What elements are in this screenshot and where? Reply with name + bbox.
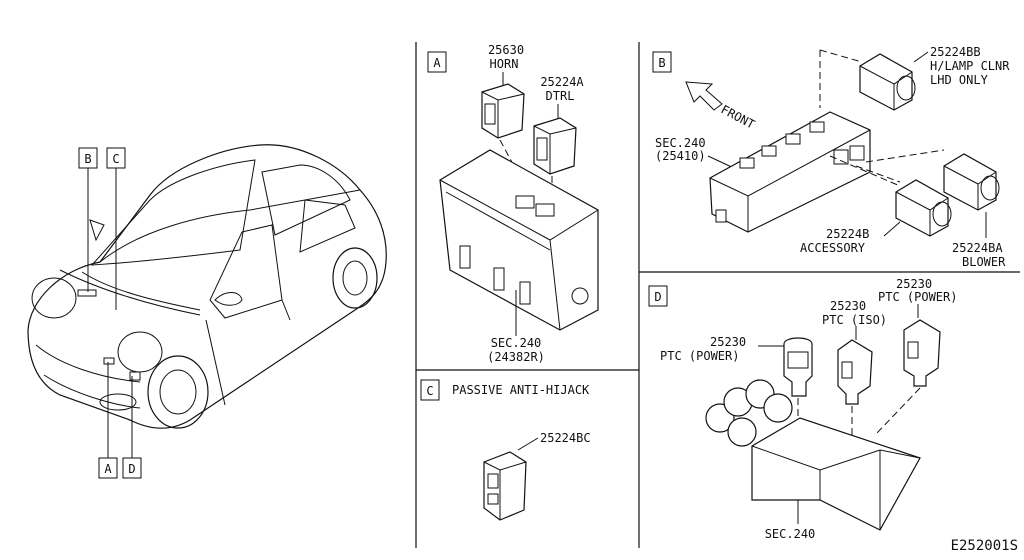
panel-a-tag[interactable]: A <box>427 51 447 73</box>
panel-dividers <box>415 42 1020 548</box>
relay-25224ba-part-number: 25224BA <box>952 241 1003 255</box>
fuse-block-section-ref: SEC.240 <box>491 336 542 350</box>
ptc2-label: PTC (ISO) <box>822 313 887 327</box>
relay-25224b-label: ACCESSORY <box>800 241 866 255</box>
callout-b[interactable]: B <box>78 147 98 169</box>
panel-d-tag[interactable]: D <box>648 285 668 307</box>
panel-c: C PASSIVE ANTI-HIJACK 25224BC <box>420 379 591 521</box>
car-callout-leaders <box>87 168 133 458</box>
ptc-relay-2 <box>837 339 873 405</box>
relay-25224b <box>895 179 952 237</box>
panel-c-tag-letter: C <box>426 384 433 398</box>
ptc1-part-number: 25230 <box>710 335 746 349</box>
fuse-housing-section-ref: SEC.240 <box>765 527 816 541</box>
callout-a[interactable]: A <box>98 457 118 479</box>
panel-b-tag[interactable]: B <box>652 51 672 73</box>
ptc-relay-3 <box>903 319 941 387</box>
ptc3-part-number: 25230 <box>896 277 932 291</box>
panel-c-tag[interactable]: C <box>420 379 440 401</box>
relay-25224bb-label-line1: H/LAMP CLNR <box>930 59 1010 73</box>
panel-a: A 25630 HORN 25224A DTRL <box>427 43 599 364</box>
relay-25224bb-label-line2: LHD ONLY <box>930 73 989 87</box>
relay-25224b-part-number: 25224B <box>826 227 869 241</box>
callout-b-letter: B <box>84 152 91 166</box>
junction-block-section-ref: SEC.240 <box>655 136 706 150</box>
car-illustration <box>27 144 387 429</box>
horn-label: HORN <box>490 57 519 71</box>
anti-hijack-relay <box>483 451 527 521</box>
panel-b-tag-letter: B <box>658 56 665 70</box>
callout-d[interactable]: D <box>122 457 142 479</box>
callout-a-letter: A <box>104 462 112 476</box>
relay-25224ba-label: BLOWER <box>962 255 1006 269</box>
fuse-block-24382r <box>439 149 599 331</box>
fuse-block-part-code: (24382R) <box>487 350 545 364</box>
front-direction-label: FRONT <box>719 102 757 131</box>
dtrl-relay <box>533 117 577 175</box>
fuse-housing <box>705 379 921 531</box>
panel-d: D 25230 PTC (POWER) 25230 PTC (ISO) 2523… <box>648 277 957 541</box>
dtrl-label: DTRL <box>546 89 575 103</box>
panel-b: B FRONT SEC.240 (25410) <box>652 45 1010 269</box>
relay-25224ba <box>943 153 1000 211</box>
anti-hijack-part-number: 25224BC <box>540 431 591 445</box>
horn-part-number: 25630 <box>488 43 524 57</box>
callout-d-letter: D <box>128 462 135 476</box>
ptc1-label: PTC (POWER) <box>660 349 739 363</box>
panel-a-tag-letter: A <box>433 56 441 70</box>
junction-block-part-code: (25410) <box>655 149 706 163</box>
relay-25224bb <box>859 53 916 111</box>
drawing-code: E252001S <box>951 538 1018 554</box>
callout-c-letter: C <box>112 152 119 166</box>
panel-d-tag-letter: D <box>654 290 661 304</box>
junction-block-25410 <box>709 111 871 233</box>
front-arrow-icon <box>685 81 723 111</box>
fuse-cylinders <box>705 379 793 447</box>
callout-c[interactable]: C <box>106 147 126 169</box>
ptc-relay-1 <box>783 337 813 397</box>
panel-c-title: PASSIVE ANTI-HIJACK <box>452 383 590 397</box>
ptc2-part-number: 25230 <box>830 299 866 313</box>
dtrl-part-number: 25224A <box>540 75 584 89</box>
ptc3-label: PTC (POWER) <box>878 290 957 304</box>
horn-relay <box>481 83 525 139</box>
relay-25224bb-part-number: 25224BB <box>930 45 981 59</box>
